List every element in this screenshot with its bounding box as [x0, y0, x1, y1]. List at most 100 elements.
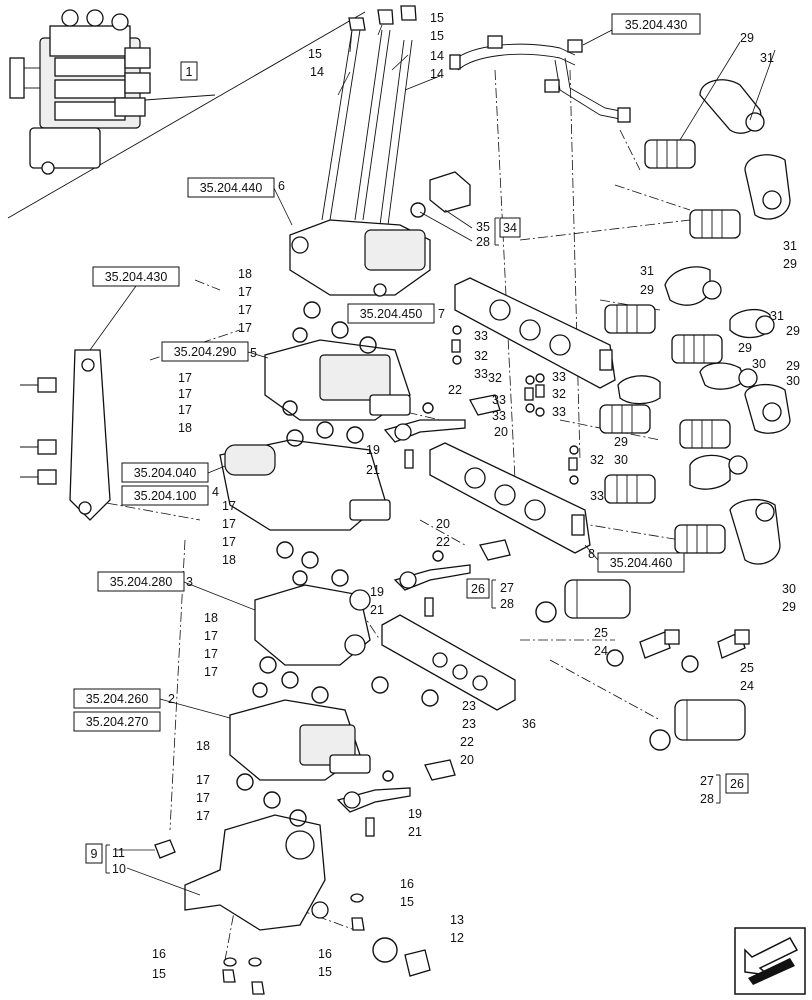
plate-36 — [371, 614, 516, 711]
valve-section-4 — [219, 400, 391, 531]
callout: 29 — [782, 600, 796, 614]
callout: 25 — [740, 661, 754, 675]
callout: 28 — [700, 792, 714, 806]
callout: 17 — [204, 665, 218, 679]
manifold-8 — [429, 442, 591, 554]
callout: 19 — [370, 585, 384, 599]
ref-35-204-460: 35.204.460 — [610, 556, 673, 570]
callout: 33 — [474, 329, 488, 343]
leader-lines — [89, 24, 776, 896]
callout: 22 — [460, 735, 474, 749]
ref-35-204-280: 35.204.280 — [110, 575, 173, 589]
callout: 32 — [590, 453, 604, 467]
ref-35-204-270: 35.204.270 — [86, 715, 149, 729]
callout: 17 — [204, 629, 218, 643]
callout: 2 — [168, 692, 175, 706]
callout: 33 — [552, 405, 566, 419]
callout: 17 — [196, 773, 210, 787]
ref-35-204-450: 35.204.450 — [360, 307, 423, 321]
callout: 28 — [500, 597, 514, 611]
callout: 29 — [786, 359, 800, 373]
callout: 31 — [770, 309, 784, 323]
valve-section-3 — [254, 541, 371, 666]
callout: 30 — [782, 582, 796, 596]
callout: 29 — [640, 283, 654, 297]
callout: 8 — [588, 547, 595, 561]
callout: 29 — [738, 341, 752, 355]
callout: 11 — [112, 846, 125, 860]
callout: 18 — [178, 421, 192, 435]
callout: 17 — [196, 809, 210, 823]
quick-couplers — [535, 79, 791, 751]
callout: 17 — [238, 285, 252, 299]
callout: 14 — [430, 49, 444, 63]
callout-numbers: 29 31 15 15 15 14 14 14 6 35 28 31 29 31… — [112, 11, 800, 981]
callout: 30 — [614, 453, 628, 467]
callout: 18 — [196, 739, 210, 753]
callout: 24 — [594, 644, 608, 658]
ref-35-204-430-left: 35.204.430 — [105, 270, 168, 284]
callout: 29 — [740, 31, 754, 45]
callout: 15 — [430, 11, 444, 25]
callout: 33 — [552, 370, 566, 384]
tie-rods — [321, 5, 417, 226]
callout: 5 — [250, 346, 257, 360]
callout: 18 — [222, 553, 236, 567]
view-direction-icon[interactable] — [734, 927, 806, 995]
callout: 17 — [196, 791, 210, 805]
callout: 24 — [740, 679, 754, 693]
inlet-section-10 — [154, 773, 431, 995]
callout: 21 — [370, 603, 384, 617]
callout: 17 — [238, 321, 252, 335]
callout: 3 — [186, 575, 193, 589]
callout: 14 — [310, 65, 324, 79]
ref-35-204-260: 35.204.260 — [86, 692, 149, 706]
callout: 28 — [476, 235, 490, 249]
small-fittings-32-33 — [451, 325, 579, 485]
callout: 32 — [488, 371, 502, 385]
callout: 32 — [474, 349, 488, 363]
callout: 12 — [450, 931, 464, 945]
callout: 33 — [492, 409, 506, 423]
ref-35-204-430-top: 35.204.430 — [625, 18, 688, 32]
callout: 29 — [614, 435, 628, 449]
callout: 21 — [408, 825, 422, 839]
callout: 31 — [640, 264, 654, 278]
callout: 22 — [448, 383, 462, 397]
callout: 15 — [152, 967, 166, 981]
callout: 29 — [783, 257, 797, 271]
callout: 15 — [430, 29, 444, 43]
callout: 17 — [238, 303, 252, 317]
callout: 23 — [462, 699, 476, 713]
callout: 32 — [552, 387, 566, 401]
callout: 21 — [366, 463, 380, 477]
assembled-valve-inset: 1 — [7, 9, 366, 219]
callout: 10 — [112, 862, 126, 876]
callout: 35 — [476, 220, 490, 234]
group-26-label-b: 26 — [730, 777, 744, 791]
reference-boxes: 35.204.440 35.204.430 35.204.450 35.204.… — [73, 177, 749, 874]
callout: 16 — [400, 877, 414, 891]
callout: 20 — [436, 517, 450, 531]
callout: 31 — [783, 239, 797, 253]
callout: 33 — [474, 367, 488, 381]
callout: 27 — [500, 581, 514, 595]
valve-section-5 — [264, 301, 411, 421]
callout: 13 — [450, 913, 464, 927]
callout: 16 — [318, 947, 332, 961]
callout: 17 — [178, 371, 192, 385]
callout: 18 — [204, 611, 218, 625]
group-26-label-a: 26 — [471, 582, 485, 596]
callout: 17 — [222, 535, 236, 549]
callout: 30 — [786, 374, 800, 388]
callout: 20 — [494, 425, 508, 439]
callout: 22 — [436, 535, 450, 549]
group-1-label: 1 — [186, 65, 193, 79]
callout: 17 — [178, 403, 192, 417]
callout: 30 — [752, 357, 766, 371]
callout: 16 — [152, 947, 166, 961]
group-34-label: 34 — [503, 221, 517, 235]
ref-35-204-290: 35.204.290 — [174, 345, 237, 359]
pipe-assembly — [449, 29, 631, 123]
